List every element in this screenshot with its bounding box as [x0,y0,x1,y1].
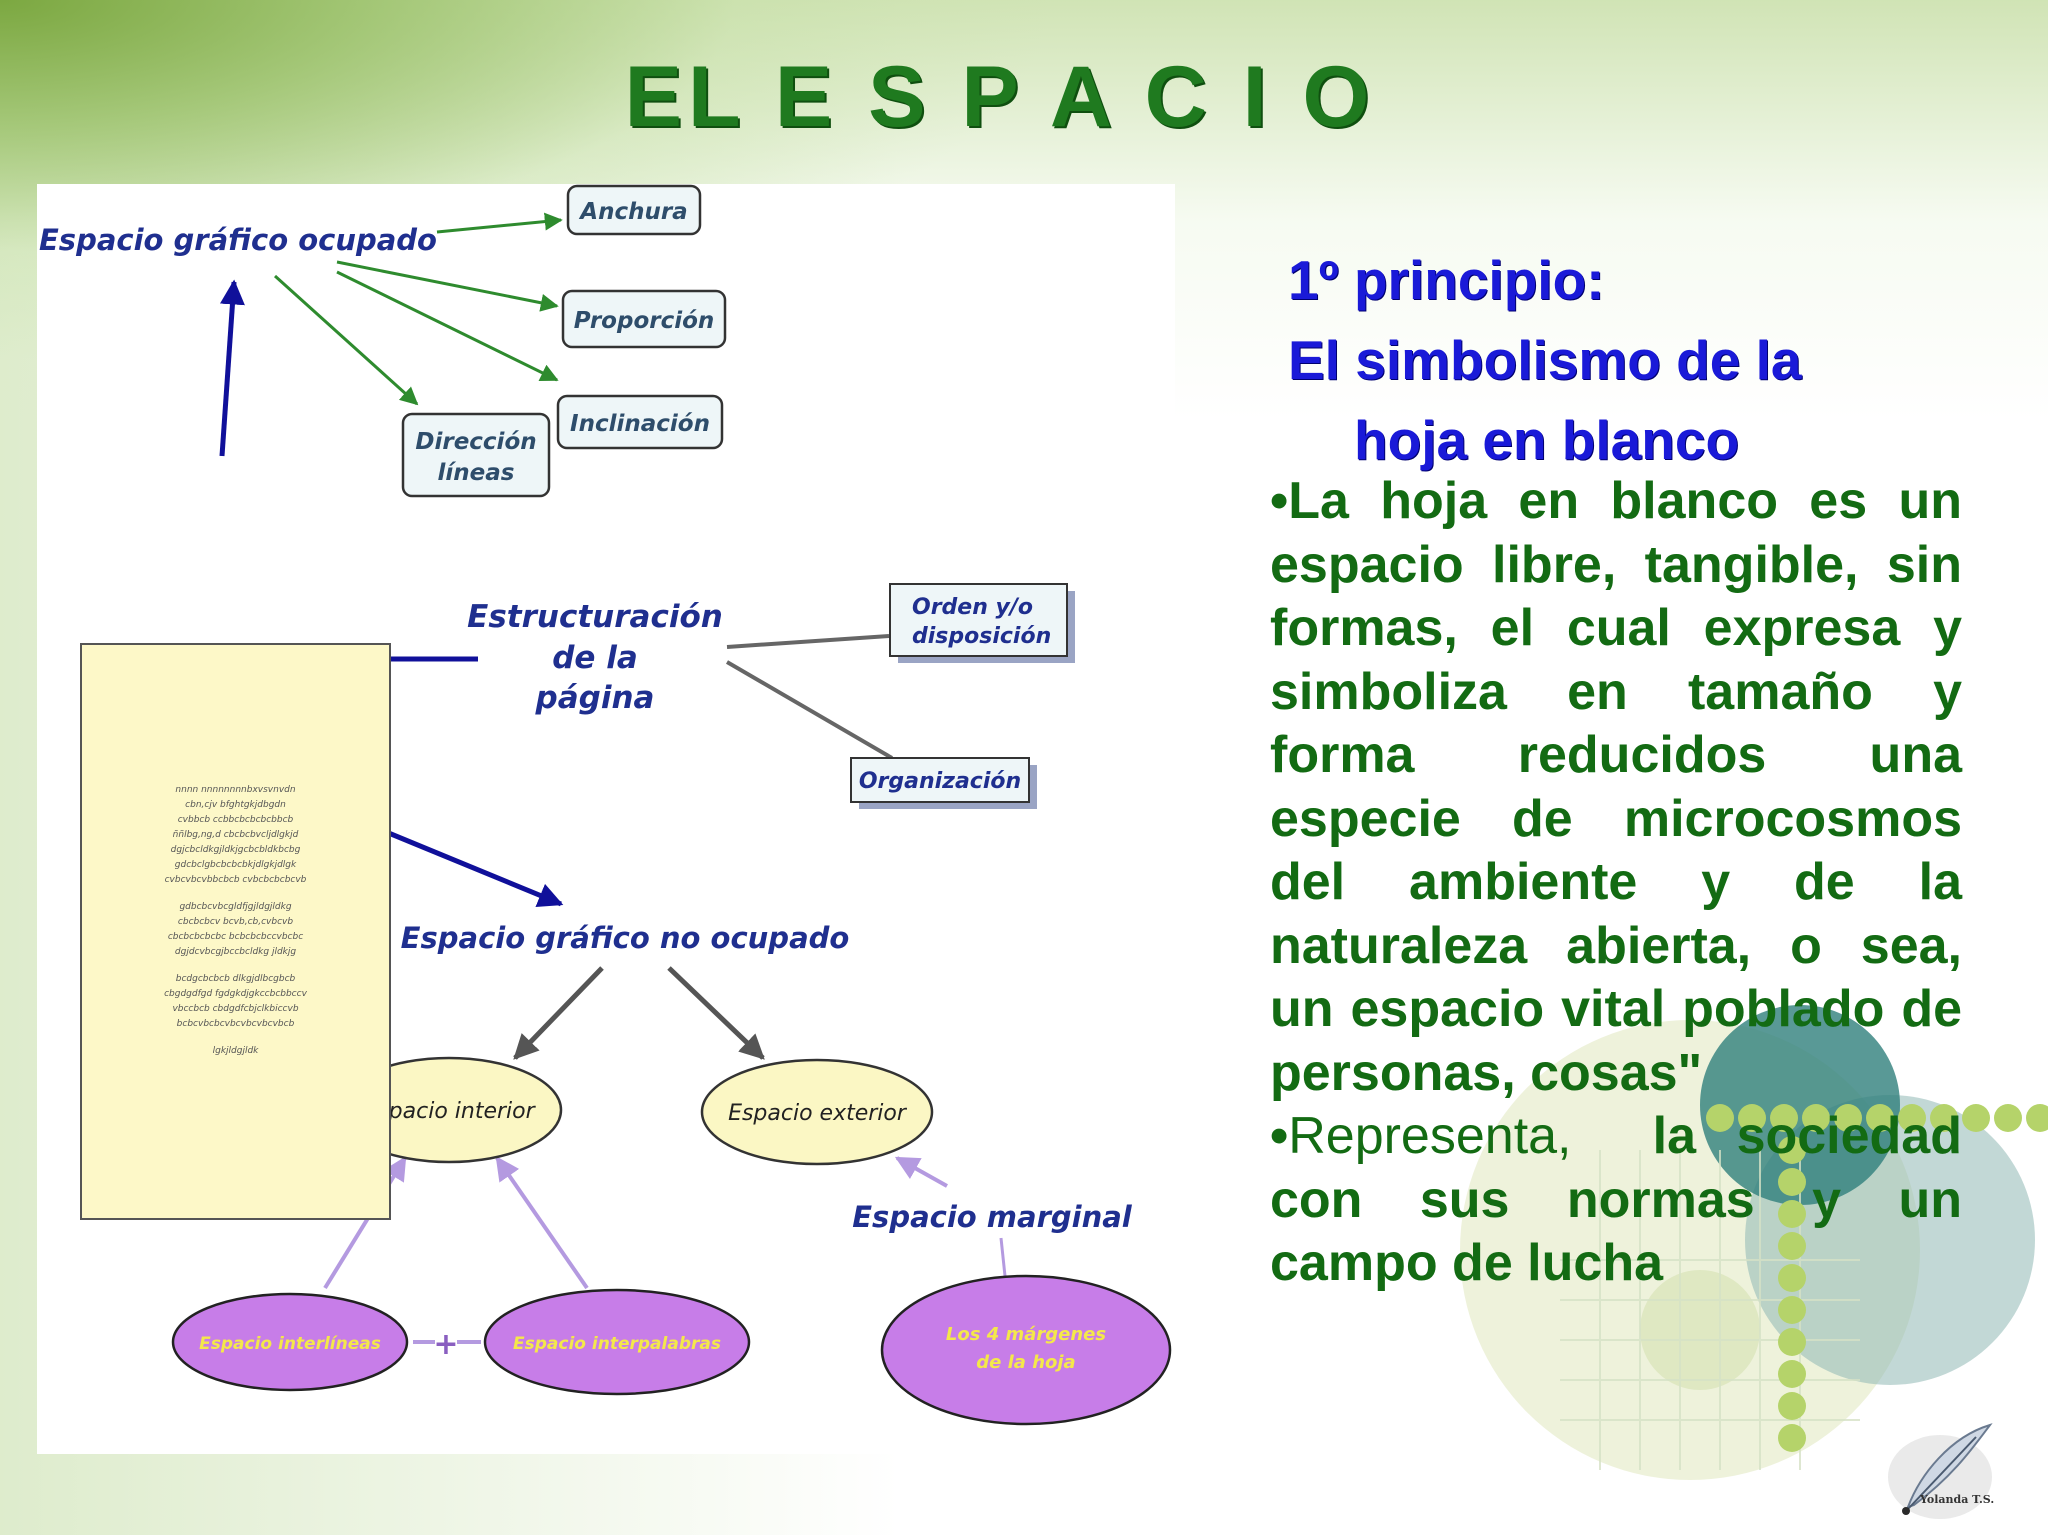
paragraph-2: •Representa, la sociedad con sus normas … [1270,1105,1962,1296]
arrow-interlineas-to-interior [323,1155,407,1290]
page-illustration-line [82,960,389,972]
connector-to-orden [726,634,890,649]
node-direccion: Dirección líneas [401,412,551,498]
arrow-to-exterior [667,966,765,1060]
page-illustration-line: cbcbcbcbcbc bcbcbcbccvbcbc [167,932,304,942]
principle-heading: 1º principio: El simbolismo de la hoja e… [1288,240,1962,480]
node-direccion-label-2: líneas [438,460,515,486]
page-illustration-line: cbgdgdfgd fgdgkdjgkccbcbbccv [164,989,307,999]
deco-dots-row [1706,1104,2048,1132]
arrow-to-interior [513,966,604,1060]
paragraph-1-text: La hoja en blanco es un espacio libre, t… [1270,472,1962,1102]
page-illustration-line: gdcbclgbcbcbcbkjdlgkjdlgk [174,860,297,870]
bullet-1: • [1270,472,1289,530]
page-illustration-line: vbccbcb cbdgdfcbjclkbiccvb [172,1004,299,1014]
page-illustration-line: cbn,cjv bfghtgkjdbgdn [185,800,286,810]
paragraph-1: •La hoja en blanco es un espacio libre, … [1270,470,1962,1105]
page-illustration-line: bcdgcbcbcb dlkgjdlbcgbcb [175,974,296,984]
node-anchura: Anchura [566,184,702,236]
page-illustration-line: bcbcvbcbcvbcvbcvbcvbcb [176,1019,295,1029]
arrow-to-proporcion [336,260,559,312]
paragraph-2-bold: la sociedad con sus normas y un campo de… [1270,1107,1962,1292]
heading-line-2: El simbolismo de la [1288,329,1802,391]
node-espacio-exterior-label: Espacio exterior [728,1101,908,1126]
paragraph-2-normal: Representa, [1288,1107,1572,1165]
node-espacio-interpalabras-label: Espacio interpalabras [513,1334,721,1354]
node-espacio-exterior: Espacio exterior [700,1058,934,1166]
bullet-2: • [1270,1107,1289,1165]
arrow-to-anchura [436,212,563,234]
node-espacio-interior: Espacio interior [335,1056,563,1164]
node-margenes: Los 4 márgenes de la hoja [880,1274,1172,1426]
heading-line-3: hoja en blanco [1354,409,1740,471]
node-orden-label-1: Orden y/o [912,595,1033,620]
node-organizacion-label: Organización [859,769,1021,794]
page-illustration-line: ññlbg,ng,d cbcbcbvcljdlgkjd [172,830,299,840]
label-estructuracion: Estructuración de la página [467,599,723,716]
node-direccion-label-1: Dirección [415,429,536,455]
page-illustration-text: nnnn nnnnnnnnbxvsvnvdn cbn,cjv bfghtgkjdb… [82,783,389,1059]
page-illustration-line: cvbbcb ccbbcbcbcbcbbcb [177,815,294,825]
node-proporcion: Proporción [561,289,727,349]
page-illustration-line: nnnn nnnnnnnnbxvsvnvdn [175,785,296,795]
node-organizacion: Organización [850,757,1037,809]
plus-sign: + [433,1327,458,1362]
concept-map: Espacio gráfico ocupado Anchura Proporci… [39,184,1172,1426]
page-illustration: nnnn nnnnnnnnbxvsvnvdn cbn,cjv bfghtgkjdb… [80,643,391,1220]
node-anchura-label: Anchura [578,199,687,225]
slide-title: EL E S P A C I O [624,49,1376,145]
arrow-to-inclinacion [336,270,559,382]
label-espacio-grafico-no-ocupado: Espacio gráfico no ocupado [401,921,850,955]
node-margenes-label-2: de la hoja [976,1352,1075,1373]
node-inclinacion: Inclinación [556,394,724,450]
page-illustration-line: cbcbcbcv bcvb,cb,cvbcvb [177,917,294,927]
node-espacio-interior-label: Espacio interior [363,1099,536,1124]
node-orden: Orden y/o disposición [889,583,1075,663]
node-inclinacion-label: Inclinación [570,411,710,437]
node-espacio-interlineas: Espacio interlíneas [171,1292,409,1392]
label-espacio-marginal: Espacio marginal [852,1200,1133,1234]
deco-circle-teal [1700,1005,1900,1205]
page-illustration-line: cvbcvbcvbbcbcb cvbcbcbcbcvb [164,875,307,885]
label-espacio-grafico-ocupado: Espacio gráfico ocupado [39,223,437,257]
node-proporcion-label: Proporción [574,308,715,334]
node-espacio-interlineas-label: Espacio interlíneas [199,1334,381,1354]
arrow-interpalabras-to-interior [495,1156,589,1290]
author-signature: Yolanda T.S. [1920,1493,1995,1506]
node-orden-label-2: disposición [912,624,1051,649]
quill-logo [1888,1423,1993,1519]
deco-grid [1560,1150,1860,1470]
page-illustration-line: gdbcbcvbcgldfjgjldgjldkg [179,902,292,912]
arrow-to-direccion [273,274,419,406]
page-illustration-line: dgjcbcldkgjldkjgcbcbldkbcbg [170,845,301,855]
node-espacio-interpalabras: Espacio interpalabras [483,1288,751,1396]
label-estructuracion-1: Estructuración [467,599,723,635]
connector-margenes-to-marginal [999,1237,1007,1277]
arrow-page-to-no-ocupado [356,817,564,907]
node-margenes-label-1: Los 4 márgenes [946,1324,1107,1345]
label-estructuracion-3: página [535,680,655,716]
principle-text: 1º principio: El simbolismo de la hoja e… [1270,240,1962,1296]
heading-line-1: 1º principio: [1288,249,1605,311]
page-illustration-line [82,888,389,900]
concept-map-panel: Espacio gráfico ocupado Anchura Proporci… [37,184,1175,1454]
page-illustration-line: lgkjldgjldk [212,1046,259,1056]
arrow-page-to-ocupado [219,279,245,457]
connector-to-organizacion [725,660,894,760]
page-illustration-line: dgjdcvbcgjbccbcldkg jldkjg [174,947,297,957]
deco-dots-column [1778,1136,1806,1452]
arrow-marginal-to-exterior [894,1156,948,1188]
label-estructuracion-2: de la [552,640,638,676]
page-illustration-line [82,1032,389,1044]
